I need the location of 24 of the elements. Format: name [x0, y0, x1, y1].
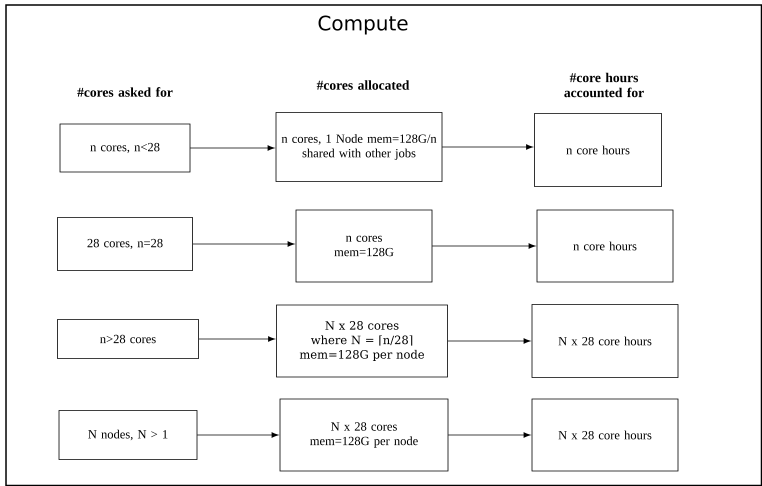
column-header: #cores asked for — [77, 87, 173, 97]
arrow — [197, 432, 278, 438]
arrow — [432, 243, 536, 249]
process-box: N nodes, N > 1 — [58, 410, 198, 460]
column-header: #core hours accounted for — [564, 72, 644, 98]
arrow — [190, 145, 274, 151]
arrow — [198, 336, 275, 342]
process-box: n core hours — [536, 210, 674, 282]
process-box: n>28 cores — [57, 319, 199, 359]
arrow — [442, 144, 533, 150]
process-box: n cores mem=128G — [296, 210, 432, 282]
arrow — [448, 338, 530, 344]
process-box: N x 28 core hours — [532, 304, 678, 378]
arrow — [192, 241, 294, 247]
process-box: N x 28 core hours — [532, 398, 678, 472]
process-box: n core hours — [534, 113, 662, 187]
process-box: n cores, 1 Node mem=128G/n shared with other jobs — [276, 112, 442, 182]
process-box: N x 28 cores mem=128G per node — [280, 398, 448, 472]
arrow — [448, 432, 530, 438]
process-box: N x 28 cores where N = ⌈n/28⌉ mem=128G per node — [276, 304, 448, 378]
column-header: #cores allocated — [316, 80, 410, 90]
title: Compute — [318, 16, 408, 34]
process-box: n cores, n<28 — [60, 124, 190, 172]
process-box: 28 cores, n=28 — [57, 217, 193, 271]
